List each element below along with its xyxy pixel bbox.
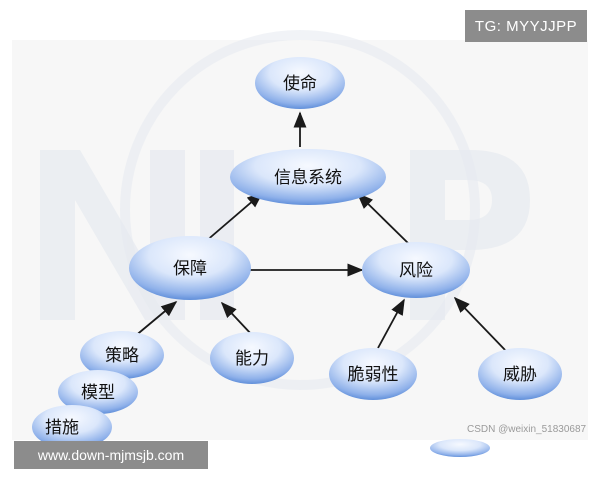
edge-strategy-to-assurance: [133, 300, 178, 338]
node-mission-label: 使命: [283, 73, 317, 94]
node-strategy: 策略: [80, 331, 164, 379]
partial-node-bottom: [430, 439, 490, 457]
node-vulnerability-label: 脆弱性: [348, 365, 399, 385]
node-capability: 能力: [210, 332, 294, 384]
node-risk-label: 风险: [399, 261, 433, 281]
node-measures-label: 措施: [45, 418, 79, 438]
node-model: 模型: [58, 370, 138, 414]
edge-vulnerability-to-risk: [377, 298, 405, 349]
node-vulnerability: 脆弱性: [329, 348, 417, 400]
node-assurance: 保障: [129, 236, 251, 300]
telegram-watermark-badge: TG: MYYJJPP: [465, 10, 587, 42]
node-model-label: 模型: [81, 383, 115, 403]
edge-threat-to-risk: [453, 296, 508, 353]
node-strategy-label: 策略: [105, 346, 139, 366]
node-threat: 威胁: [478, 348, 562, 400]
node-info-system: 信息系统: [230, 149, 386, 205]
node-assurance-label: 保障: [173, 259, 207, 279]
node-measures: 措施: [32, 405, 112, 449]
node-threat-label: 威胁: [503, 365, 537, 385]
edge-assurance-to-info-system: [204, 191, 264, 243]
node-info-system-label: 信息系统: [274, 168, 342, 188]
node-mission: 使命: [255, 57, 345, 109]
node-risk: 风险: [362, 242, 470, 298]
node-capability-label: 能力: [235, 349, 269, 369]
edge-capability-to-assurance: [220, 301, 253, 336]
source-credit: CSDN @weixin_51830687: [467, 424, 587, 435]
site-url-watermark: www.down-mjmsjb.com: [14, 441, 208, 469]
edge-risk-to-info-system: [356, 192, 411, 246]
